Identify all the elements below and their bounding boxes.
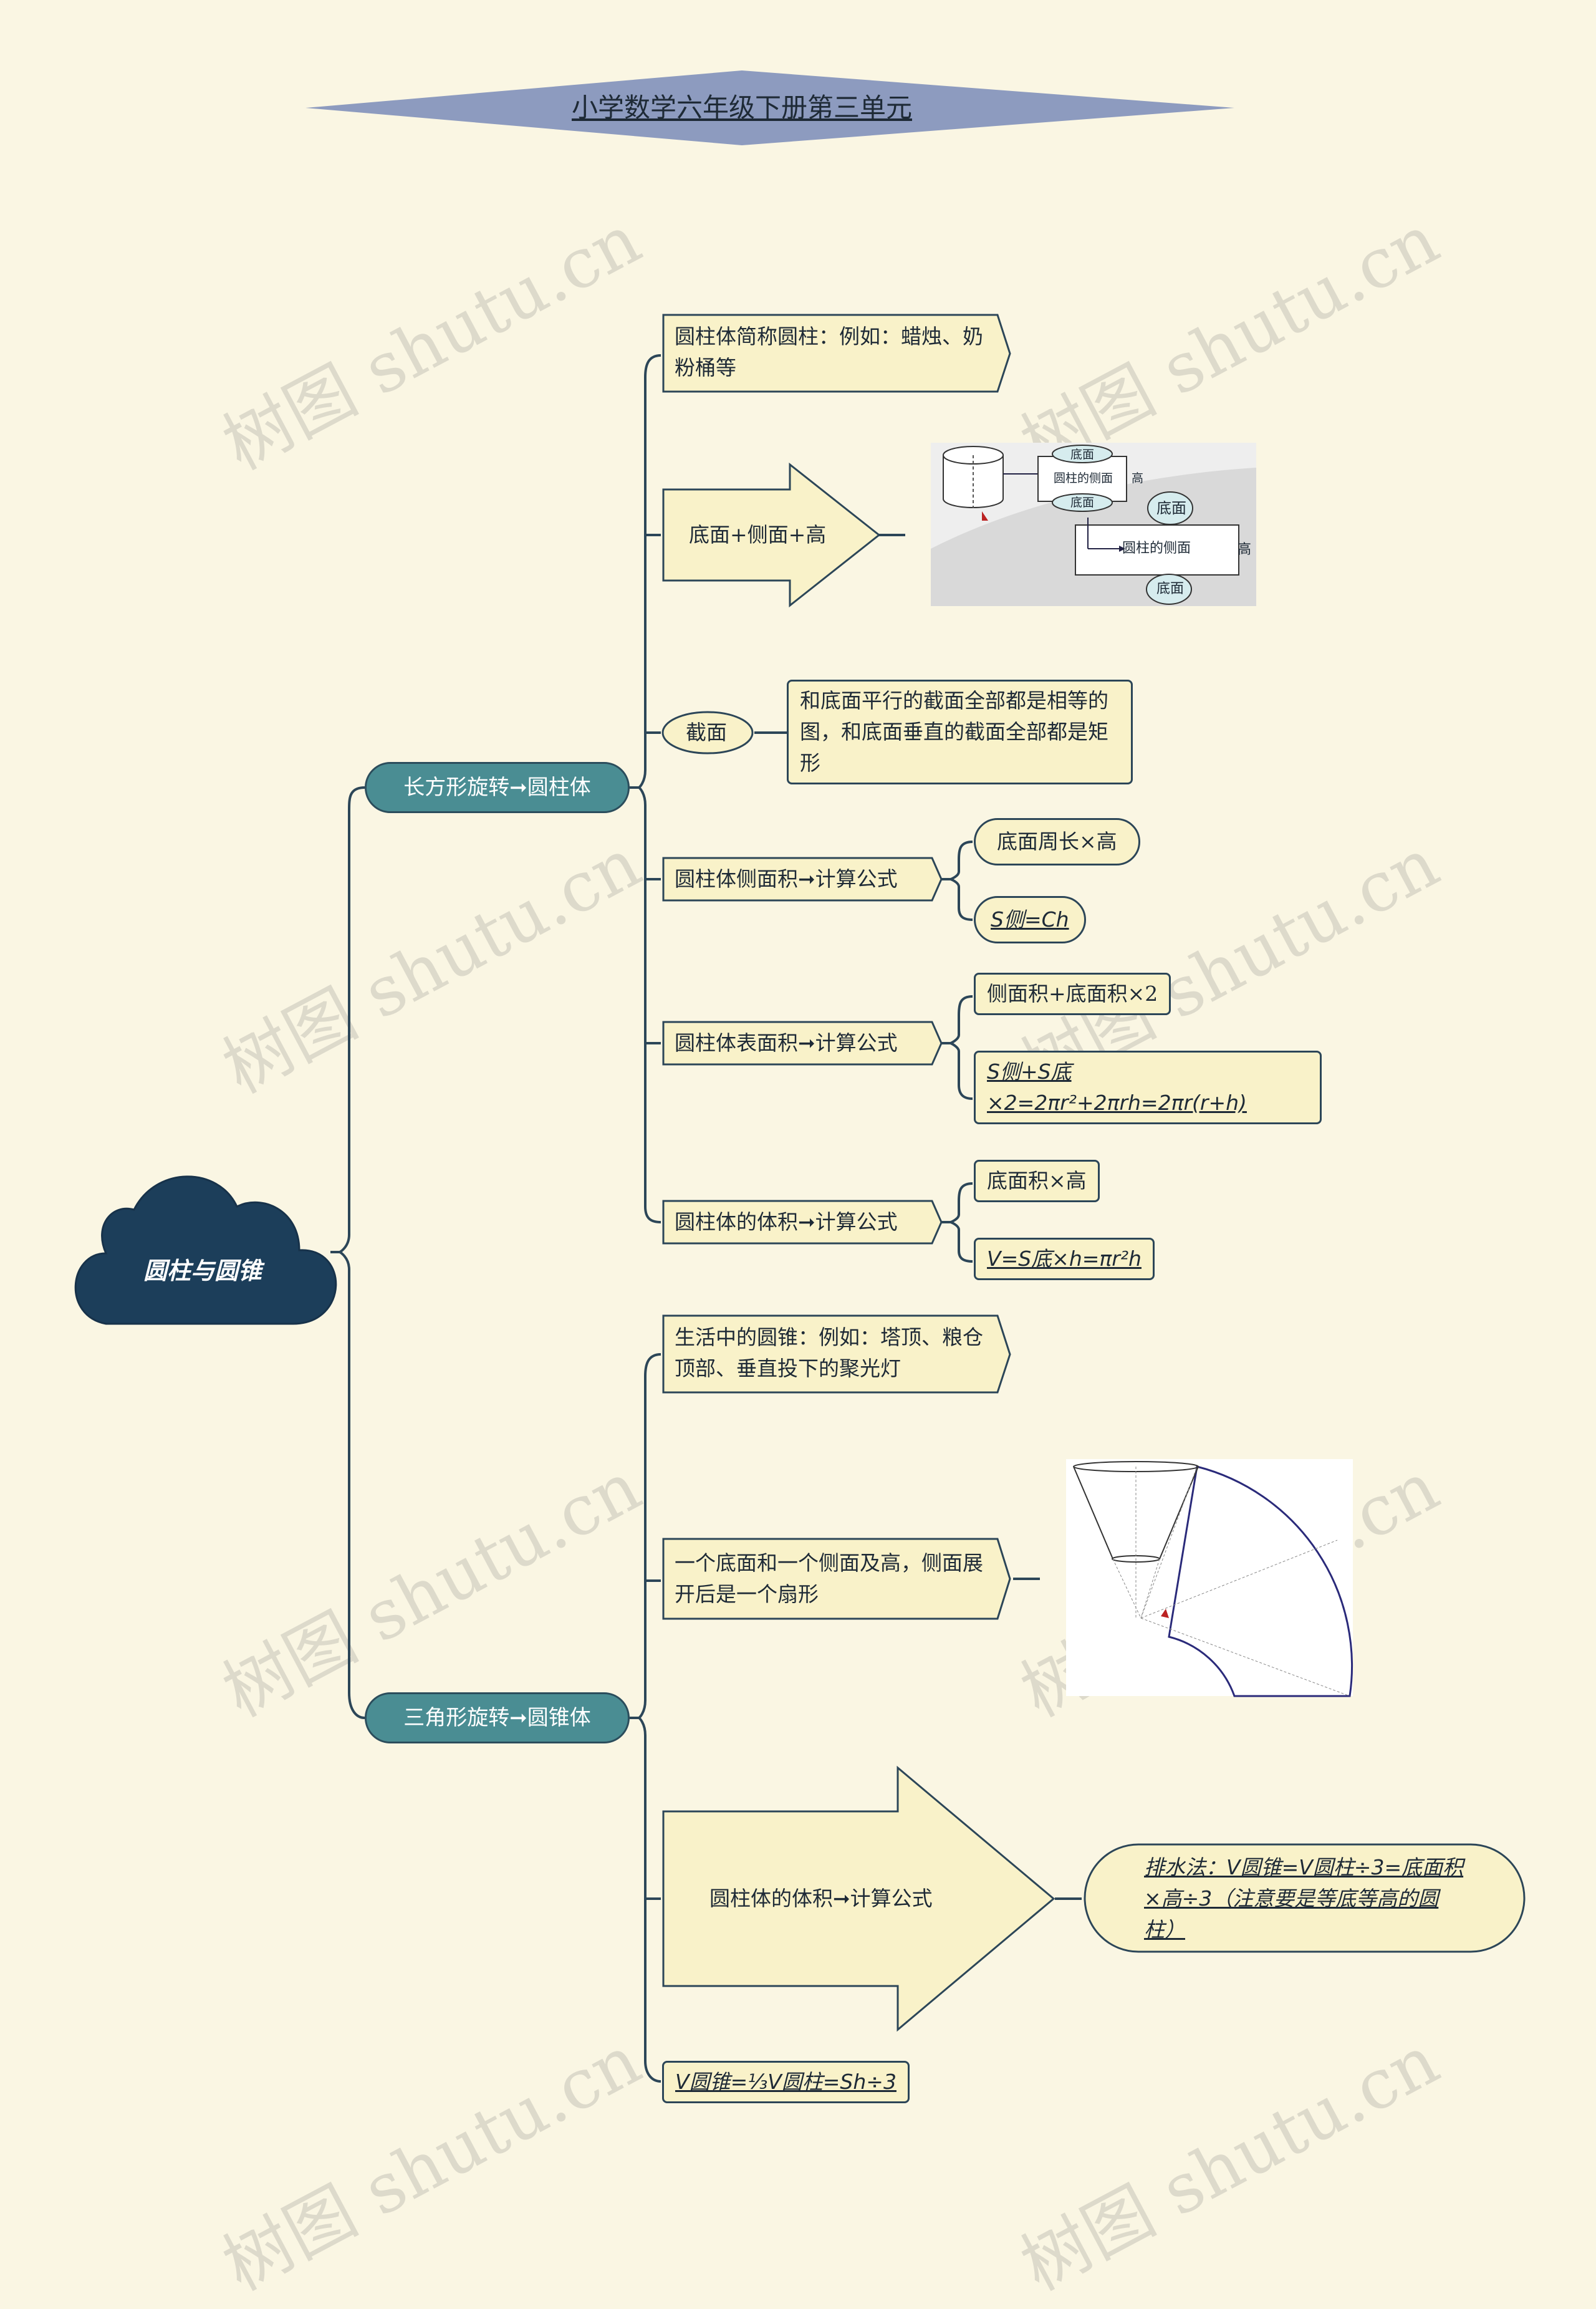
branch-node-cone[interactable]: 三角形旋转➞圆锥体 (365, 1692, 630, 1743)
figure-label-bottom-base: 底面 (1070, 496, 1095, 509)
figure-label-side-2: 圆柱的侧面 (1122, 541, 1191, 556)
cone-parts-node[interactable]: 一个底面和一个侧面及高，侧面展开后是一个扇形 (675, 1551, 983, 1606)
detail-node-shape (1084, 1843, 1526, 1953)
lateral-area-formula[interactable]: S侧=Ch (974, 896, 1086, 943)
title-banner (305, 70, 1234, 145)
arrow-shape (662, 1765, 1055, 2032)
banner-shape (662, 314, 1011, 393)
figure-label-side: 圆柱的侧面 (1054, 471, 1113, 485)
section-node[interactable]: 截面 (686, 720, 727, 745)
figure-label-height: 高 (1132, 471, 1144, 485)
banner-shape (662, 1538, 1011, 1620)
figure-label-top-base-2: 底面 (1156, 499, 1186, 517)
banner-shape (662, 1021, 943, 1066)
surface-area-words[interactable]: 侧面积+底面积×2 (974, 973, 1171, 1015)
section-detail-node[interactable]: 和底面平行的截面全部都是相等的图，和底面垂直的截面全部都是矩形 (787, 680, 1133, 784)
cone-examples-node[interactable]: 生活中的圆锥：例如：塔顶、粮仓顶部、垂直投下的聚光灯 (675, 1325, 983, 1381)
branch-node-cylinder[interactable]: 长方形旋转➞圆柱体 (365, 762, 630, 813)
cone-volume-formula[interactable]: V圆锥=⅓V圆柱=Sh÷3 (662, 2061, 910, 2103)
page-title: 小学数学六年级下册第三单元 (571, 92, 912, 123)
lateral-area-words[interactable]: 底面周长×高 (974, 818, 1140, 865)
figure-label-bottom-base-2: 底面 (1156, 581, 1185, 597)
root-node[interactable]: 圆柱与圆锥 (143, 1256, 262, 1285)
cylinder-parts-node[interactable]: 底面+侧面+高 (689, 523, 827, 547)
cylinder-volume-node[interactable]: 圆柱体的体积➞计算公式 (675, 1210, 898, 1234)
banner-shape (662, 1314, 1011, 1394)
figure-label-top-base: 底面 (1070, 448, 1095, 461)
cloud-shape (74, 1175, 337, 1325)
connector-layer (74, 70, 1526, 2083)
cylinder-figure (931, 443, 1256, 606)
cone-volume-detail[interactable]: 排水法：V圆锥=V圆柱÷3=底面积×高÷3（注意要是等底等高的圆柱） (1144, 1855, 1464, 1942)
cylinder-volume-words[interactable]: 底面积×高 (974, 1160, 1100, 1202)
surface-area-formula[interactable]: S侧+S底×2=2πr²+2πrh=2πr(r+h) (974, 1051, 1322, 1124)
banner-shape (662, 857, 943, 902)
cylinder-volume-formula[interactable]: V=S底×h=πr²h (974, 1238, 1155, 1280)
cone-volume-node[interactable]: 圆柱体的体积➞计算公式 (709, 1886, 933, 1911)
section-node-shape (661, 711, 754, 754)
banner-shape (662, 1200, 943, 1245)
arrow-shape (662, 462, 881, 608)
cone-net-figure (1066, 1459, 1353, 1697)
lateral-area-node[interactable]: 圆柱体侧面积➞计算公式 (675, 867, 898, 891)
surface-area-node[interactable]: 圆柱体表面积➞计算公式 (675, 1031, 898, 1055)
figure-label-height-2: 高 (1238, 542, 1252, 557)
cylinder-definition-node[interactable]: 圆柱体简称圆柱：例如：蜡烛、奶粉桶等 (675, 324, 983, 380)
